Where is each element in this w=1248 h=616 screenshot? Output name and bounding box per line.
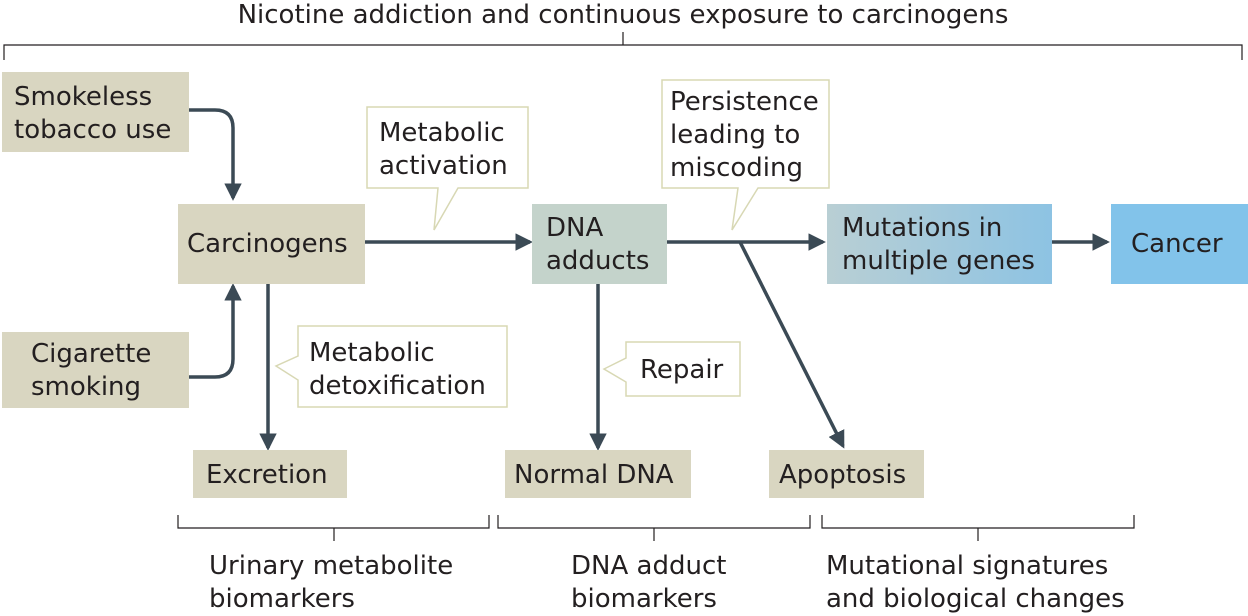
node-cigarette-label: Cigarette smoking xyxy=(31,339,160,402)
bottom-brackets xyxy=(177,515,1135,541)
node-normal-dna-label: Normal DNA xyxy=(514,460,674,490)
node-mutations-label: Mutations in multiple genes xyxy=(842,213,1035,276)
callout-metabolic-activation: Metabolic activation xyxy=(366,106,529,231)
node-normal-dna: Normal DNA xyxy=(505,450,691,498)
callout-metabolic-detoxification: Metabolic detoxification xyxy=(274,325,508,408)
label-dna-adduct-biomarkers: DNA adduct biomarkers xyxy=(571,551,735,614)
node-carcinogens-label: Carcinogens xyxy=(187,229,348,259)
node-cigarette-smoking: Cigarette smoking xyxy=(2,332,189,408)
callout-persistence: Persistence leading to miscoding xyxy=(661,79,830,231)
callout-persistence-label: Persistence leading to miscoding xyxy=(670,87,827,183)
arrow-to-apoptosis xyxy=(738,241,845,449)
callout-repair: Repair xyxy=(602,341,741,397)
top-bracket xyxy=(3,32,1243,60)
node-carcinogens: Carcinogens xyxy=(178,204,365,284)
node-smokeless-label: Smokeless tobacco use xyxy=(14,82,171,145)
label-urinary-metabolite-biomarkers: Urinary metabolite biomarkers xyxy=(209,551,461,614)
node-dna-adducts-label: DNA adducts xyxy=(546,213,649,276)
node-apoptosis: Apoptosis xyxy=(769,450,924,498)
arrow-smokeless-to-carcinogens xyxy=(189,108,242,201)
node-cancer: Cancer xyxy=(1111,204,1248,284)
callout-repair-label: Repair xyxy=(640,355,724,385)
diagram-title: Nicotine addiction and continuous exposu… xyxy=(238,0,1009,30)
node-cancer-label: Cancer xyxy=(1131,229,1223,259)
node-apoptosis-label: Apoptosis xyxy=(779,460,906,490)
node-excretion-label: Excretion xyxy=(206,460,328,490)
arrow-cigarette-to-carcinogens xyxy=(189,283,242,379)
node-mutations: Mutations in multiple genes xyxy=(827,204,1052,284)
callout-detox-label: Metabolic detoxification xyxy=(309,338,486,401)
label-mutational-signatures: Mutational signatures and biological cha… xyxy=(826,551,1125,614)
bracket-adduct xyxy=(497,515,811,541)
arrows xyxy=(189,108,1110,451)
callout-activation-label: Metabolic activation xyxy=(379,118,513,181)
node-excretion: Excretion xyxy=(193,450,347,498)
bracket-signatures xyxy=(821,515,1135,541)
node-smokeless-tobacco: Smokeless tobacco use xyxy=(2,72,189,152)
bracket-urinary xyxy=(177,515,490,541)
node-dna-adducts: DNA adducts xyxy=(532,204,667,284)
